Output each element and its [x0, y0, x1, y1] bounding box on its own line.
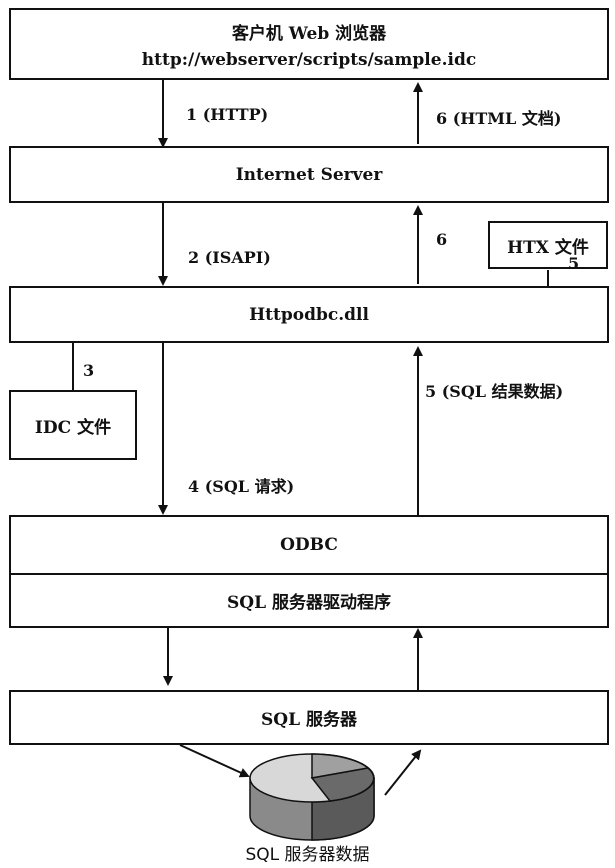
client-browser-box: 客户机 Web 浏览器 http://webserver/scripts/sam…	[9, 8, 609, 80]
htx-file-box: HTX 文件	[488, 221, 608, 269]
label-5-sql-result: 5 (SQL 结果数据)	[425, 382, 564, 401]
arrow-from-db	[384, 749, 422, 796]
client-title: 客户机 Web 浏览器	[231, 23, 387, 44]
arrow-to-db	[179, 744, 250, 778]
httpodbc-box: Httpodbc.dll	[9, 286, 609, 343]
database-icon	[249, 753, 375, 841]
httpodbc-label: Httpodbc.dll	[249, 304, 369, 325]
sql-driver-label: SQL 服务器驱动程序	[227, 593, 391, 613]
label-1-http: 1 (HTTP)	[186, 105, 269, 124]
label-5-htx: 5	[568, 254, 580, 273]
idc-file-label: IDC 文件	[34, 417, 112, 438]
client-url: http://webserver/scripts/sample.idc	[141, 49, 477, 70]
database-caption: SQL 服务器数据	[245, 845, 370, 865]
label-4-sql-request: 4 (SQL 请求)	[188, 477, 295, 496]
odbc-driver-box: ODBC SQL 服务器驱动程序	[9, 515, 609, 628]
label-2-isapi: 2 (ISAPI)	[188, 248, 271, 267]
odbc-divider	[11, 573, 607, 575]
sql-server-label: SQL 服务器	[261, 710, 357, 730]
internet-server-box: Internet Server	[9, 146, 609, 203]
label-3: 3	[83, 361, 95, 380]
sql-server-box: SQL 服务器	[9, 690, 609, 745]
htx-file-label: HTX 文件	[507, 237, 589, 258]
internet-server-label: Internet Server	[235, 164, 383, 185]
label-6-html: 6 (HTML 文档)	[436, 109, 562, 128]
odbc-label: ODBC	[280, 535, 338, 555]
idc-file-box: IDC 文件	[9, 390, 137, 460]
label-6: 6	[436, 230, 448, 249]
